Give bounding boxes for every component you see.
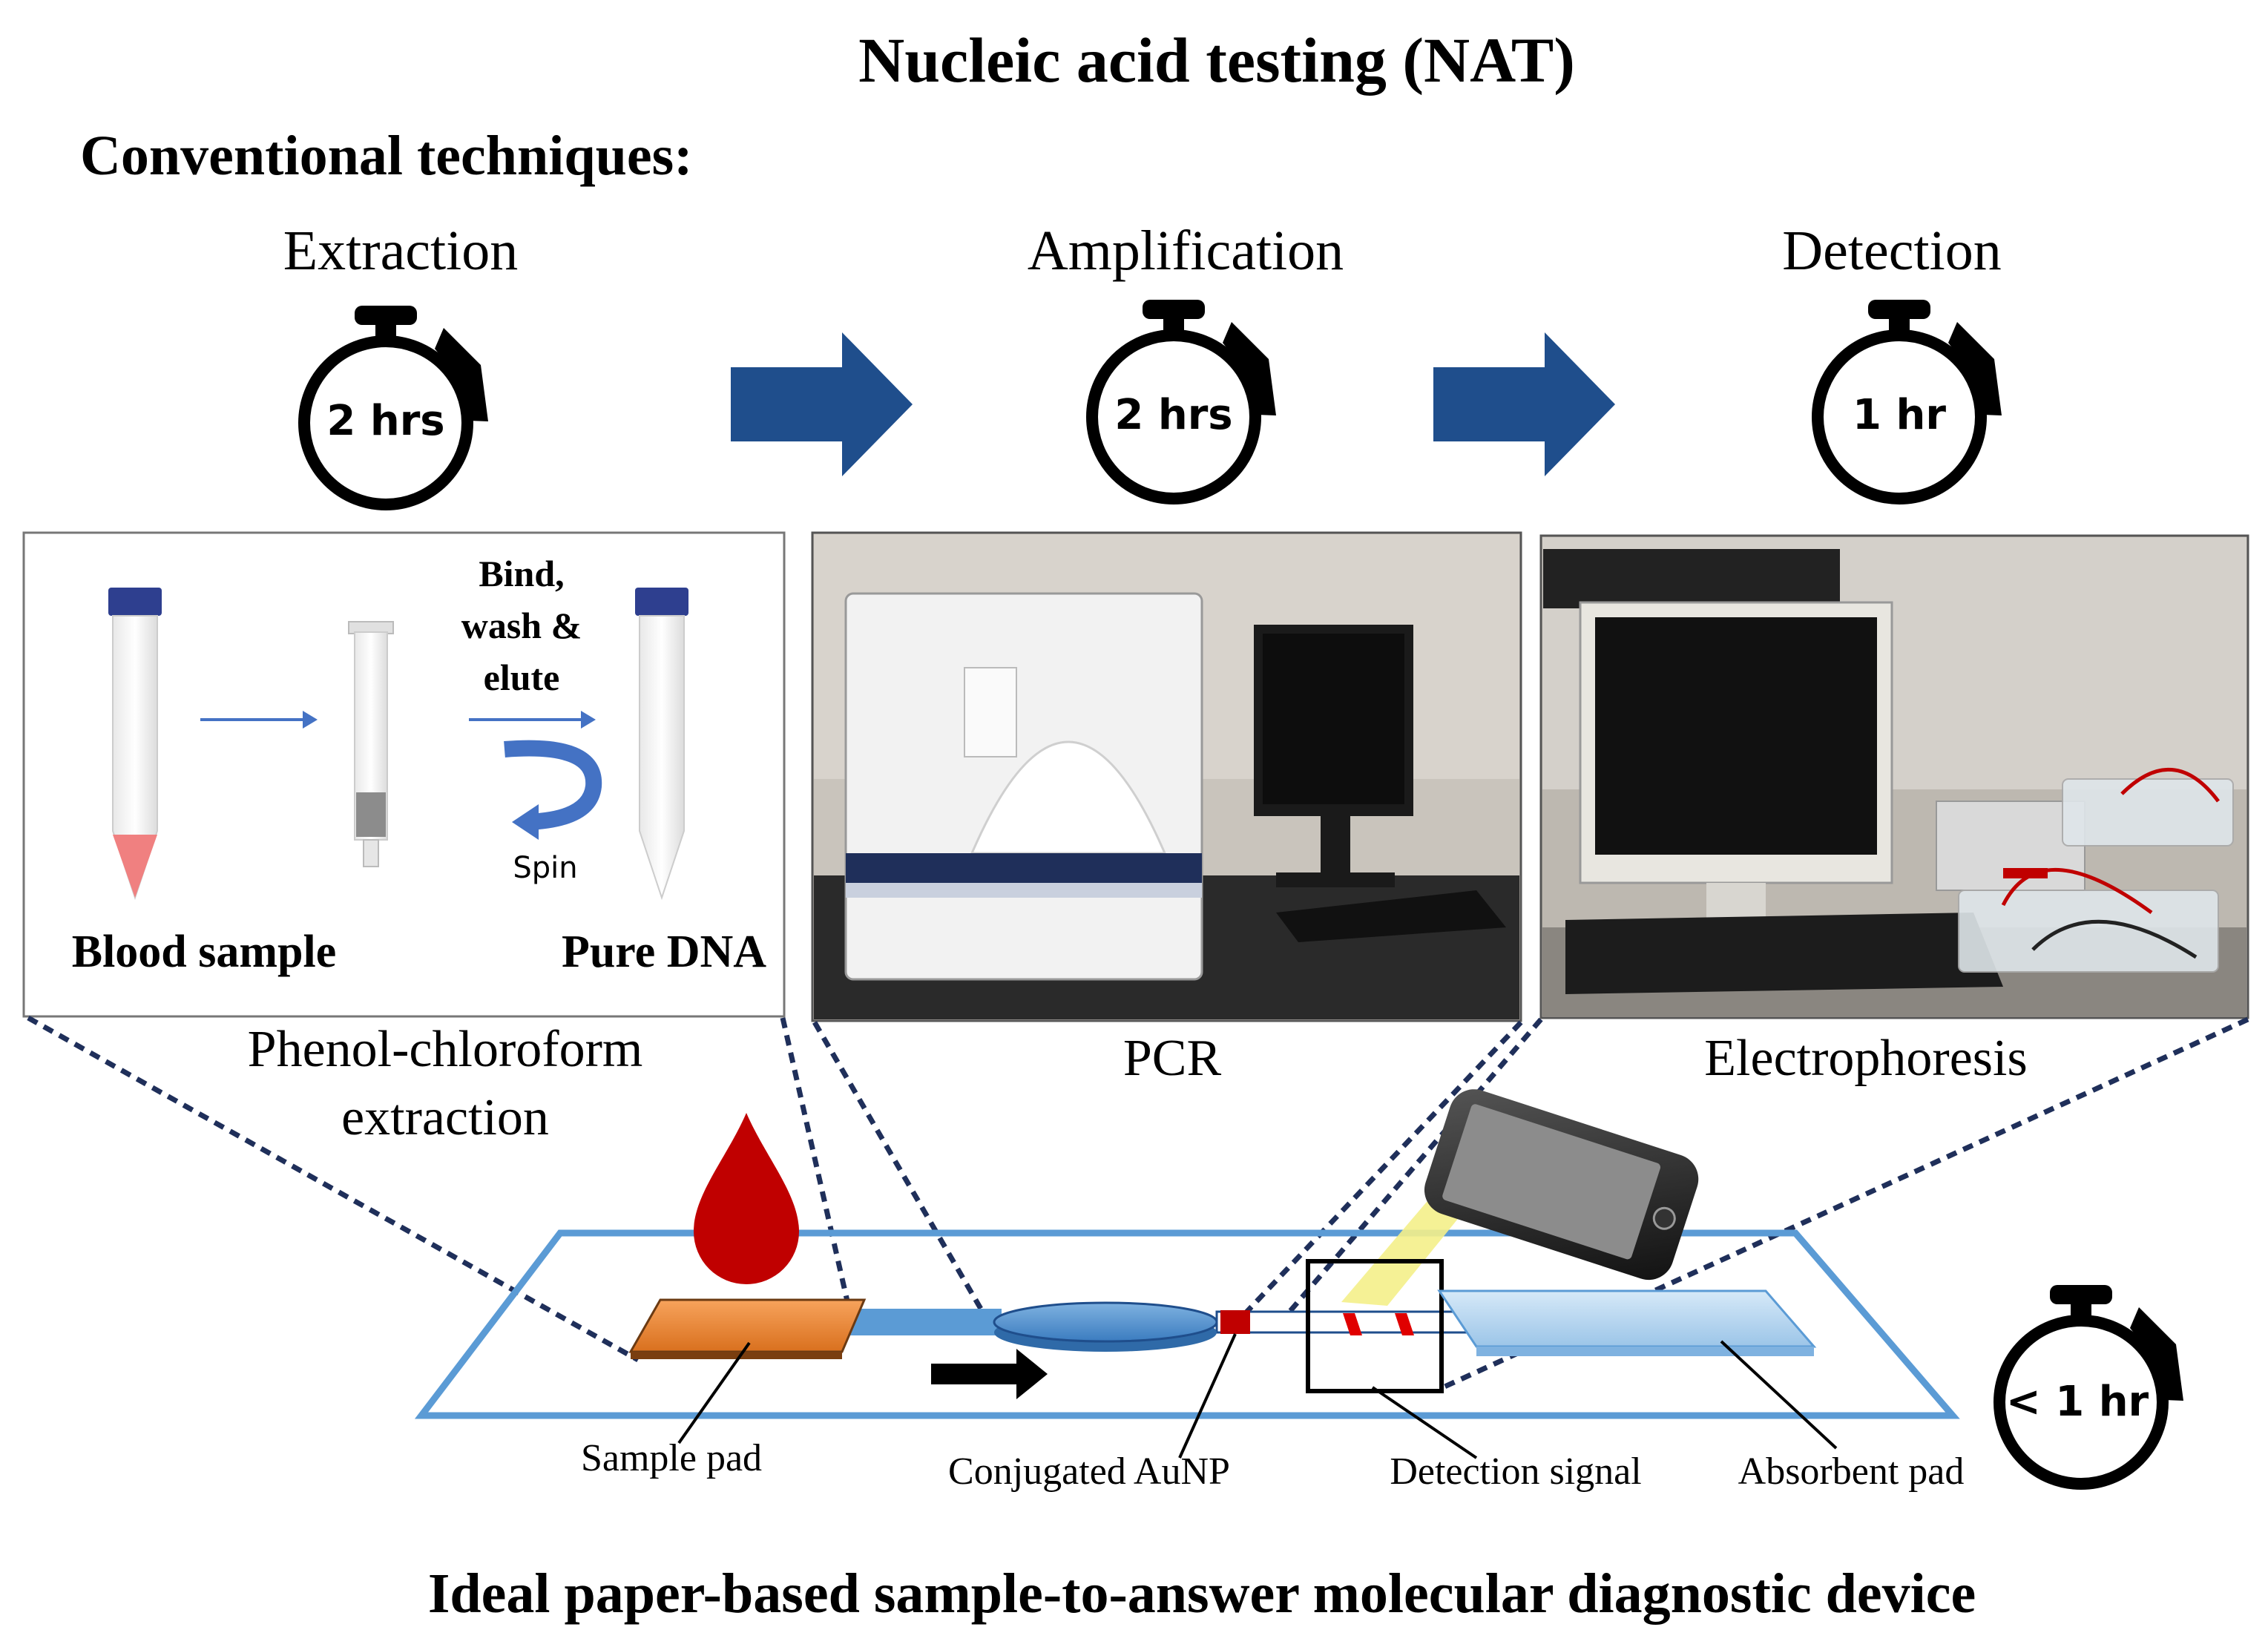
electrophoresis-photo [1539, 534, 2249, 1019]
flow-arrow-head [303, 711, 318, 729]
spin-arrow-icon [504, 740, 602, 840]
detection-window [1306, 1259, 1444, 1393]
spin-label: Spin [513, 851, 578, 885]
stage-name-extraction: Extraction [283, 220, 519, 282]
absorbent-pad [1437, 1289, 1817, 1356]
section-label: Conventional techniques: [80, 125, 693, 187]
stage-name-detection: Detection [1782, 220, 2002, 282]
label-detection-signal: Detection signal [1390, 1450, 1642, 1493]
pcr-photo [811, 531, 1522, 1022]
stage-time-detection: 1 hr [1853, 391, 1946, 439]
stage-name-amplification: Amplification [1027, 220, 1344, 282]
spin-column-icon [348, 621, 394, 867]
label-absorbent-pad: Absorbent pad [1738, 1450, 1965, 1493]
pure-dna-label: Pure DNA [561, 927, 767, 977]
paper-strip [414, 1229, 1960, 1419]
stage-time-amplification: 2 hrs [1114, 391, 1233, 439]
conjugated-aunp-zone [1220, 1310, 1250, 1334]
blood-tube-icon [108, 588, 162, 901]
camera-beam [1341, 1187, 1476, 1306]
flow-direction-arrow [931, 1349, 1048, 1399]
device-caption: Ideal paper-based sample-to-answer molec… [427, 1562, 1976, 1625]
label-conjugated-aunp: Conjugated AuNP [948, 1450, 1230, 1493]
control-line [1395, 1313, 1414, 1335]
extraction-step-label: elute [483, 657, 560, 698]
extraction-caption: extraction [341, 1089, 549, 1146]
electrophoresis-caption: Electrophoresis [1704, 1030, 2028, 1087]
figure-title: Nucleic acid testing (NAT) [858, 24, 1575, 96]
extraction-step-label: Bind, [479, 553, 565, 594]
dna-tube-icon [635, 588, 688, 901]
sample-pad [628, 1298, 867, 1359]
smartphone-icon [1424, 1089, 1699, 1281]
pcr-caption: PCR [1123, 1030, 1222, 1087]
process-arrow-1 [731, 332, 913, 476]
stopwatch-icon [1086, 300, 1276, 504]
flow-arrow-head [581, 711, 596, 729]
leader-lines [677, 1333, 1838, 1459]
blood-drop-icon [694, 1113, 799, 1284]
stopwatch-icon [1993, 1285, 2183, 1490]
extraction-caption: Phenol-chloroform [247, 1021, 643, 1078]
device-time: < 1 hr [2005, 1378, 2149, 1426]
stopwatch-icon [1812, 300, 2002, 504]
stopwatch-icon [298, 306, 488, 510]
blood-sample-label: Blood sample [71, 927, 337, 977]
stage-time-extraction: 2 hrs [326, 397, 445, 445]
conjugate-pad [993, 1301, 1218, 1352]
process-arrow-2 [1433, 332, 1615, 476]
label-sample-pad: Sample pad [580, 1437, 763, 1479]
flow-channel [846, 1309, 1002, 1335]
test-line [1343, 1313, 1362, 1335]
extraction-step-label: wash & [461, 605, 582, 646]
